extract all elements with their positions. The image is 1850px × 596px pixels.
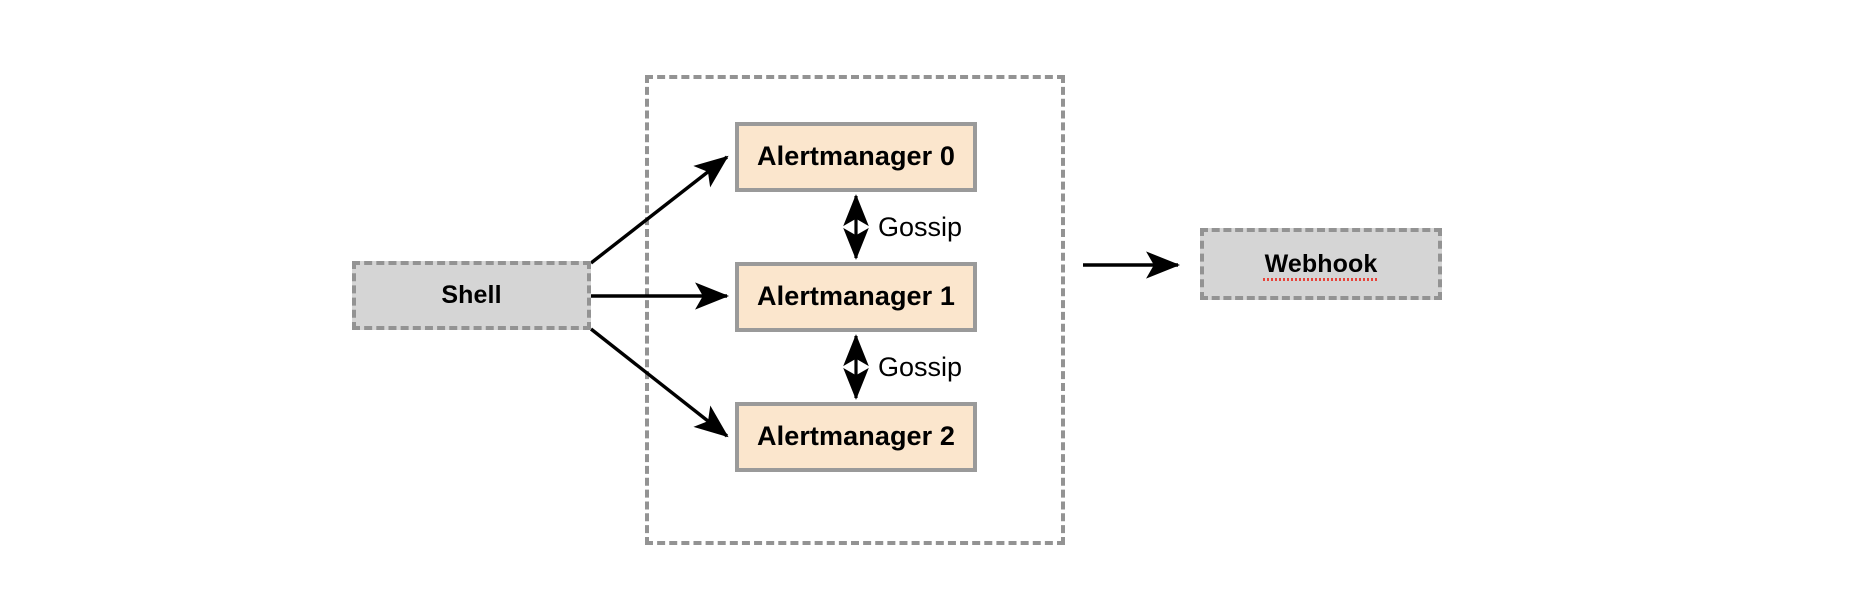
edge-label-gossip-lower: Gossip — [878, 352, 963, 382]
node-alertmanager-0-label: Alertmanager 0 — [757, 141, 955, 172]
node-webhook[interactable]: Webhook — [1200, 228, 1442, 300]
node-alertmanager-2-label: Alertmanager 2 — [757, 421, 955, 452]
node-alertmanager-2[interactable]: Alertmanager 2 — [735, 402, 977, 472]
node-alertmanager-1-label: Alertmanager 1 — [757, 281, 955, 312]
edge-label-gossip-upper: Gossip — [878, 212, 963, 242]
node-alertmanager-0[interactable]: Alertmanager 0 — [735, 122, 977, 192]
node-webhook-label: Webhook — [1262, 249, 1380, 282]
node-shell[interactable]: Shell — [352, 261, 591, 330]
alertmanager-cluster-boundary — [645, 75, 1065, 545]
node-shell-label: Shell — [441, 281, 502, 310]
node-alertmanager-1[interactable]: Alertmanager 1 — [735, 262, 977, 332]
